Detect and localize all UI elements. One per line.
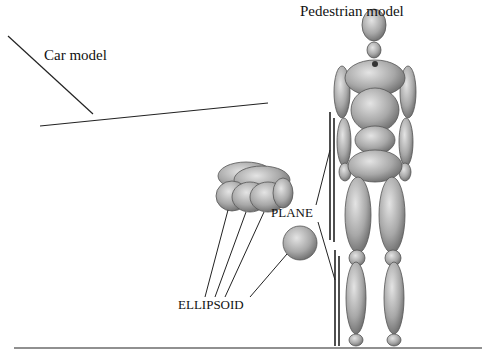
part-label: ELLIPSOID <box>178 298 244 311</box>
car-outline <box>8 36 268 126</box>
bumper-ellipsoids <box>216 162 293 212</box>
figure-title: Pedestrian model <box>300 4 404 19</box>
joint-dot <box>372 61 378 67</box>
part-label: Car model <box>44 48 107 63</box>
sphere-ellipsoid <box>283 226 317 260</box>
plane-lines <box>330 112 339 346</box>
pedestrian-body <box>334 9 416 346</box>
leader-lines <box>205 150 335 297</box>
part-label: PLANE <box>271 206 313 219</box>
ground-line <box>14 347 482 348</box>
